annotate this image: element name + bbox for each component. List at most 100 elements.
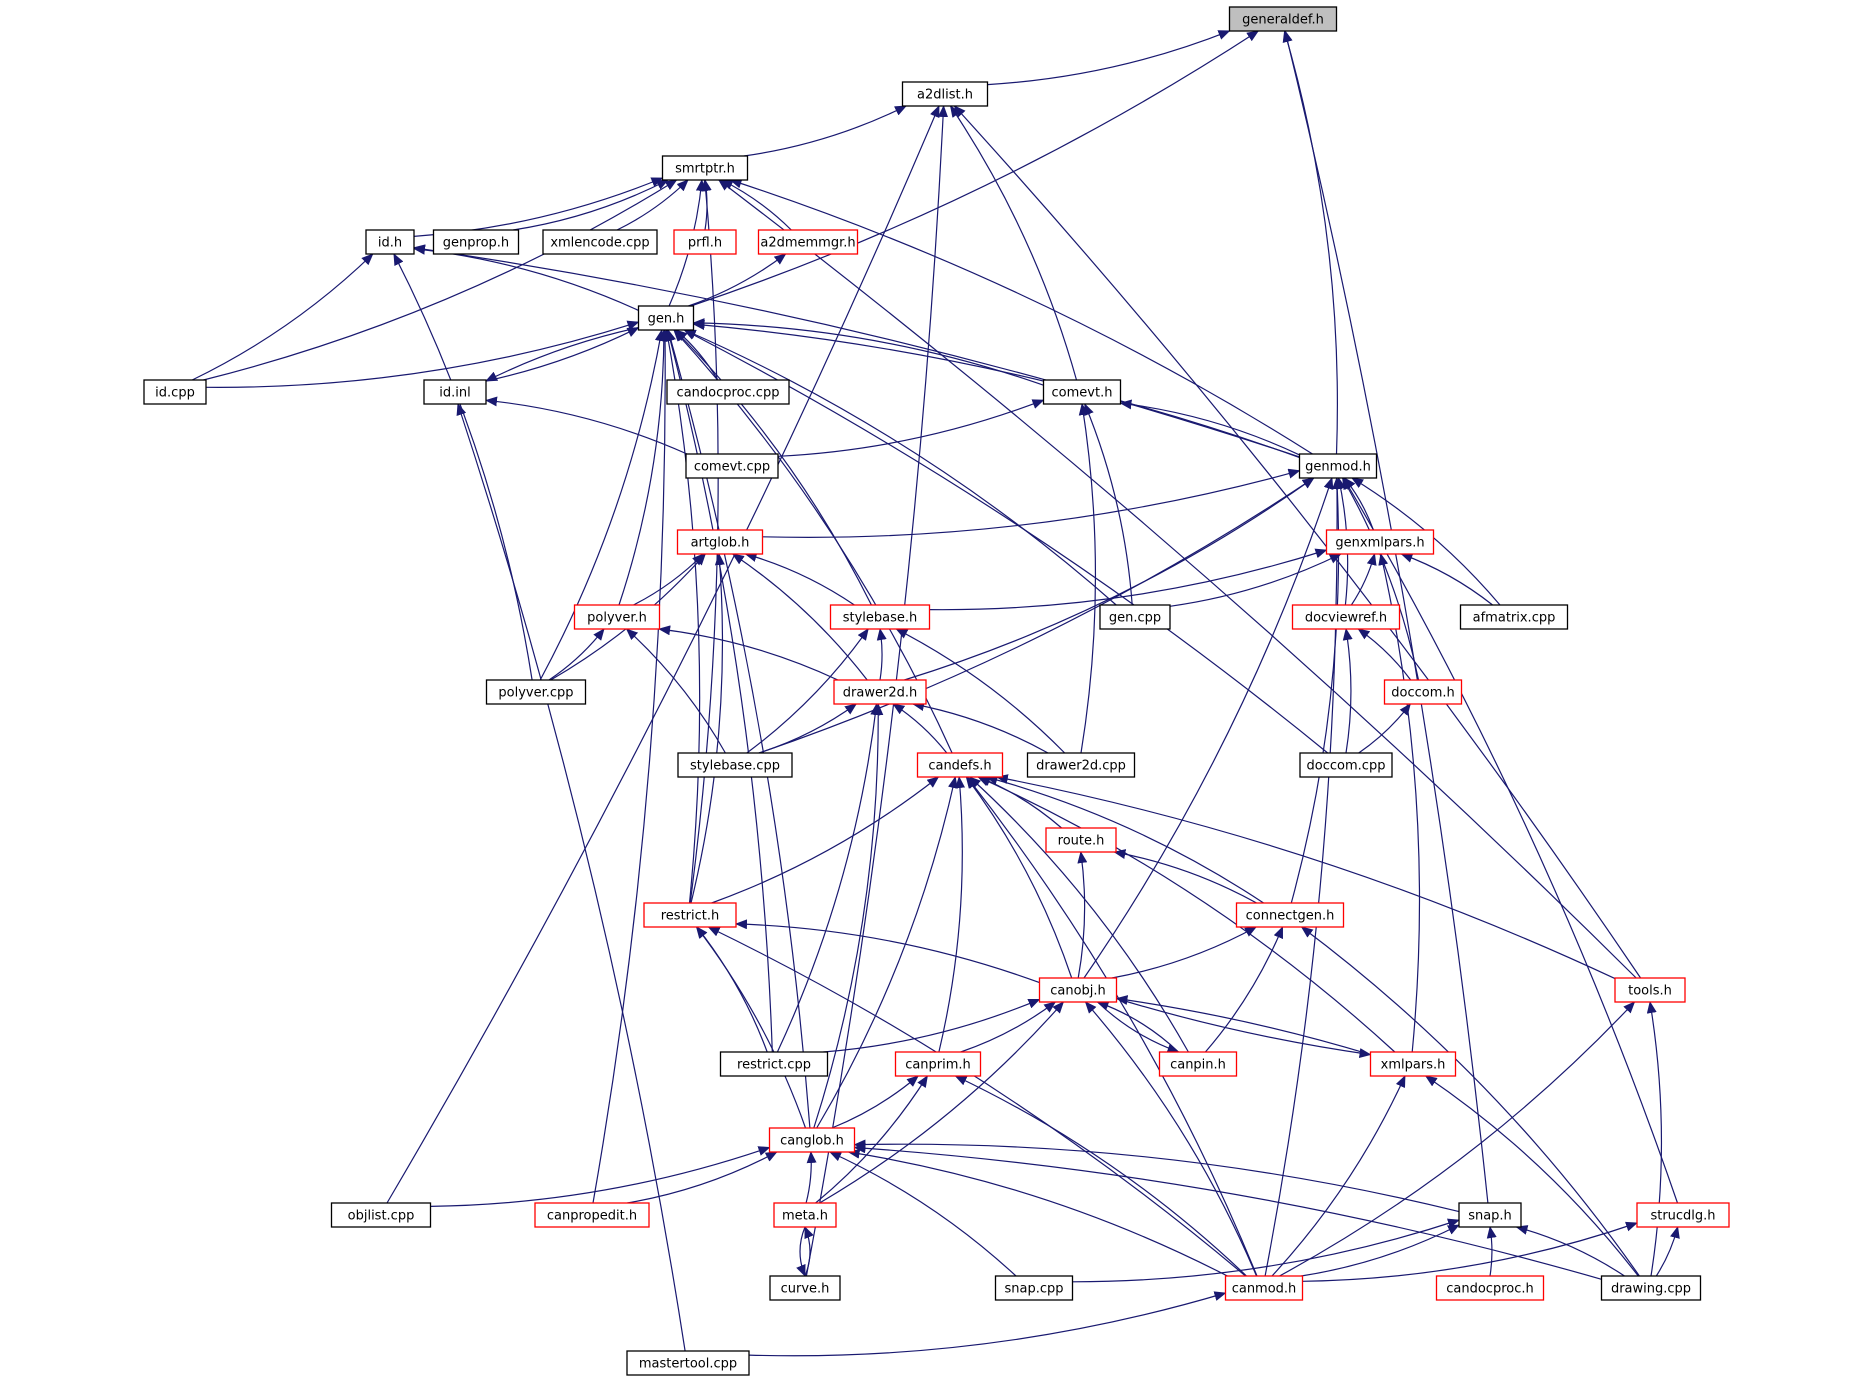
node-polyvercpp[interactable]: polyver.cpp: [485, 679, 587, 705]
edge-genh-to-idinl: [485, 327, 639, 382]
node-box-drawer2dh: [833, 679, 927, 705]
node-doccomcpp[interactable]: doccom.cpp: [1299, 752, 1393, 778]
node-a2dlist[interactable]: a2dlist.h: [901, 81, 989, 107]
node-canmod[interactable]: canmod.h: [1224, 1275, 1304, 1301]
node-box-xmlencode: [542, 229, 658, 255]
node-stylebaseh[interactable]: stylebase.h: [829, 604, 931, 630]
node-box-stylebaseh: [829, 604, 931, 630]
node-label-doccomcpp: doccom.cpp: [1307, 759, 1386, 774]
node-xmlencode[interactable]: xmlencode.cpp: [542, 229, 658, 255]
edge-canmod-to-restricth: [707, 926, 1246, 1277]
edge-polyvercpp-to-idh: [393, 253, 533, 681]
edge-drawer2dcpp-to-comevth: [1078, 403, 1097, 754]
edge-drawingcpp-to-xmlpars: [1424, 1075, 1639, 1277]
node-smrtptr[interactable]: smrtptr.h: [661, 155, 749, 181]
node-label-stylebaseh: stylebase.h: [843, 611, 918, 626]
node-label-gencpp: gen.cpp: [1109, 611, 1161, 626]
edge-idcpp-to-idh: [191, 253, 374, 381]
node-docviewref[interactable]: docviewref.h: [1291, 604, 1401, 630]
node-box-snapcpp: [994, 1275, 1074, 1301]
edge-genmod-to-smrtptr: [729, 178, 1313, 455]
node-idcpp[interactable]: id.cpp: [143, 379, 207, 405]
edge-idh-to-smrtptr: [413, 177, 664, 237]
node-label-canprim: canprim.h: [905, 1058, 971, 1073]
edge-drawingcpp-to-canglob: [853, 1143, 1602, 1280]
node-mastertool[interactable]: mastertool.cpp: [626, 1350, 750, 1376]
node-box-genprop: [432, 229, 520, 255]
node-drawingcpp[interactable]: drawing.cpp: [1600, 1275, 1702, 1301]
node-comevth[interactable]: comevt.h: [1042, 379, 1122, 405]
node-genmod[interactable]: genmod.h: [1298, 453, 1378, 479]
node-prfl[interactable]: prfl.h: [673, 229, 737, 255]
node-curveh[interactable]: curve.h: [769, 1275, 841, 1301]
node-a2dmemmgr[interactable]: a2dmemmgr.h: [757, 229, 859, 255]
edge-snaph-to-generaldef: [1282, 30, 1489, 1204]
edge-drawer2dh-to-artglob: [731, 553, 868, 681]
node-doccomh[interactable]: doccom.h: [1383, 679, 1463, 705]
node-snaph[interactable]: snap.h: [1458, 1202, 1522, 1228]
node-box-genmod: [1298, 453, 1378, 479]
node-genxmlpars[interactable]: genxmlpars.h: [1325, 529, 1435, 555]
node-toolsh[interactable]: tools.h: [1614, 977, 1686, 1003]
node-polyverh[interactable]: polyver.h: [573, 604, 661, 630]
node-box-doccomcpp: [1299, 752, 1393, 778]
node-comevtcpp[interactable]: comevt.cpp: [685, 453, 779, 479]
node-xmlpars[interactable]: xmlpars.h: [1369, 1051, 1457, 1077]
node-objlist[interactable]: objlist.cpp: [330, 1202, 432, 1228]
node-label-strucdlg: strucdlg.h: [1650, 1209, 1715, 1224]
node-gencpp[interactable]: gen.cpp: [1099, 604, 1171, 630]
edge-comevth-to-a2dlist: [949, 105, 1078, 381]
node-genh[interactable]: gen.h: [637, 305, 695, 331]
node-artglob[interactable]: artglob.h: [676, 529, 764, 555]
node-genprop[interactable]: genprop.h: [432, 229, 520, 255]
node-drawer2dh[interactable]: drawer2d.h: [833, 679, 927, 705]
node-strucdlg[interactable]: strucdlg.h: [1636, 1202, 1730, 1228]
node-box-canglob: [768, 1127, 856, 1153]
node-idinl[interactable]: id.inl: [423, 379, 487, 405]
edge-canmod-to-genmod: [1264, 477, 1343, 1277]
node-connectgen[interactable]: connectgen.h: [1235, 902, 1345, 928]
edge-canprim-to-candefs: [938, 776, 966, 1053]
node-restrictcpp[interactable]: restrict.cpp: [719, 1051, 829, 1077]
edge-canmod-to-strucdlg: [1302, 1221, 1638, 1282]
node-canpin[interactable]: canpin.h: [1158, 1051, 1238, 1077]
edge-xmlpars-to-canobj: [1115, 995, 1371, 1056]
node-canprim[interactable]: canprim.h: [894, 1051, 982, 1077]
node-canglob[interactable]: canglob.h: [768, 1127, 856, 1153]
node-drawer2dcpp[interactable]: drawer2d.cpp: [1026, 752, 1136, 778]
edge-mastertool-to-idinl: [456, 403, 686, 1352]
edge-strucdlg-to-genmod: [1342, 477, 1679, 1204]
node-candocproccpp[interactable]: candocproc.cpp: [666, 379, 790, 405]
node-label-canobj: canobj.h: [1050, 984, 1106, 999]
node-stylebasecpp[interactable]: stylebase.cpp: [677, 752, 793, 778]
node-snapcpp[interactable]: snap.cpp: [994, 1275, 1074, 1301]
node-box-connectgen: [1235, 902, 1345, 928]
edge-canobj-to-connectgen: [1111, 926, 1257, 979]
node-label-drawer2dh: drawer2d.h: [843, 686, 917, 701]
node-label-restricth: restrict.h: [661, 909, 720, 924]
node-metah[interactable]: meta.h: [773, 1202, 837, 1228]
node-restricth[interactable]: restrict.h: [643, 902, 737, 928]
edge-canpin-to-canobj: [1096, 1001, 1179, 1053]
edge-genmod-to-generaldef: [1282, 30, 1338, 455]
edge-genprop-to-smrtptr: [513, 179, 669, 231]
node-box-doccomh: [1383, 679, 1463, 705]
node-candefs[interactable]: candefs.h: [916, 752, 1004, 778]
edge-xmlpars-to-candefs: [977, 776, 1396, 1053]
edge-restrictcpp-to-drawer2dh: [776, 703, 881, 1053]
node-afmatrix[interactable]: afmatrix.cpp: [1459, 604, 1569, 630]
edge-snapcpp-to-canglob: [829, 1151, 1017, 1277]
edge-polyvercpp-to-polyverh: [548, 628, 605, 681]
edge-polyverh-to-genh: [618, 329, 669, 606]
node-candocproch[interactable]: candocproc.h: [1435, 1275, 1545, 1301]
node-label-drawingcpp: drawing.cpp: [1611, 1282, 1691, 1297]
node-box-artglob: [676, 529, 764, 555]
node-canpropedit[interactable]: canpropedit.h: [534, 1202, 650, 1228]
node-idh[interactable]: id.h: [365, 229, 415, 255]
node-generaldef: generaldef.h: [1228, 6, 1338, 32]
node-box-smrtptr: [661, 155, 749, 181]
node-canobj[interactable]: canobj.h: [1038, 977, 1118, 1003]
node-routeh[interactable]: route.h: [1045, 827, 1117, 853]
node-box-candocproccpp: [666, 379, 790, 405]
edge-curveh-to-metah: [804, 1226, 814, 1277]
